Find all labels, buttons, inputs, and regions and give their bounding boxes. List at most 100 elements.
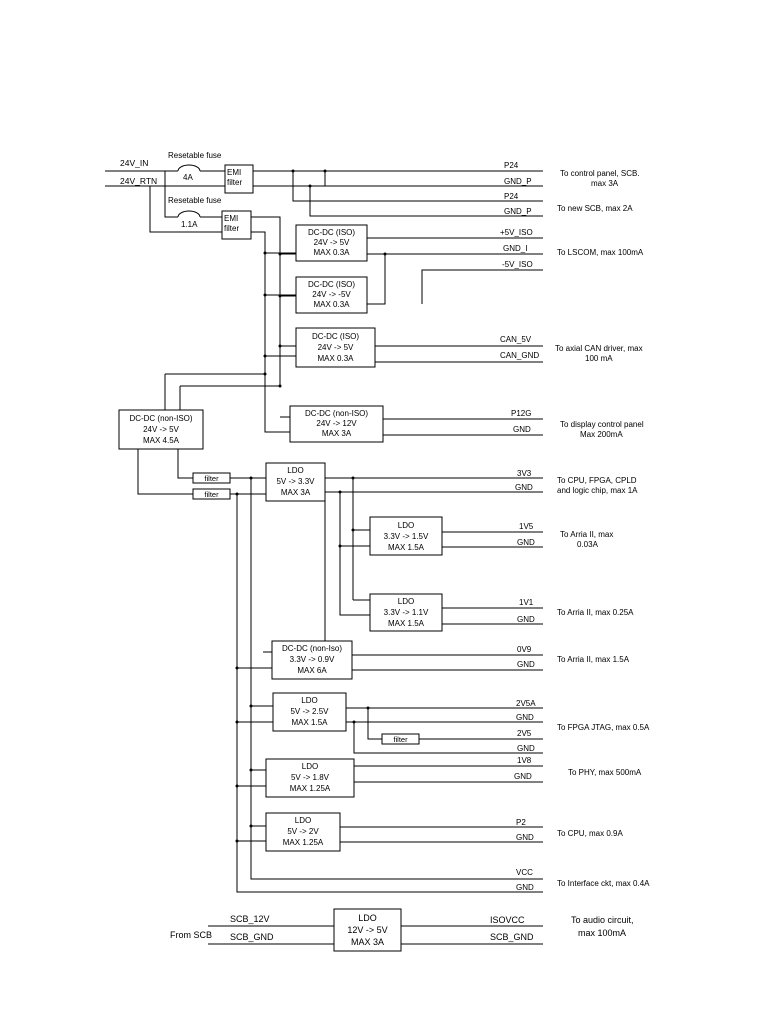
rail-label: GND_P bbox=[504, 177, 532, 186]
fuse2-symbol bbox=[177, 210, 201, 218]
block-ldo-2v-l1: LDO bbox=[295, 816, 311, 825]
dest-control-panel: To control panel, SCB. bbox=[560, 169, 640, 178]
input-section: 24V_IN 24V_RTN Resetable fuse 4A Resetab… bbox=[105, 151, 254, 240]
dest-audio-max: max 100mA bbox=[578, 928, 626, 938]
block-dcdc-iso-5v-l3: MAX 0.3A bbox=[313, 248, 350, 257]
dest-cpu-fpga-max: and logic chip, max 1A bbox=[557, 486, 638, 495]
block-ldo-3v3-l2: 5V -> 3.3V bbox=[276, 477, 315, 486]
emi-filter-2-line1: EMI bbox=[224, 214, 238, 223]
emi-filter-1-line1: EMI bbox=[227, 168, 241, 177]
label-scb-12v: SCB_12V bbox=[230, 914, 270, 924]
block-ldo-1v1-l1: LDO bbox=[398, 597, 414, 606]
rail-label: GND bbox=[514, 772, 532, 781]
filter-3 bbox=[381, 733, 420, 745]
rail-label: SCB_GND bbox=[490, 932, 534, 942]
rail-label: P2 bbox=[516, 818, 526, 827]
rail-label: 1V1 bbox=[519, 598, 534, 607]
block-dcdc-iso-neg5v-l1: DC-DC (ISO) bbox=[308, 280, 355, 289]
block-dcdc-iso-can bbox=[295, 327, 376, 368]
dest-audio: To audio circuit, bbox=[571, 915, 634, 925]
block-ldo-1v1 bbox=[369, 593, 443, 632]
block-dcdc-iso-can-l3: MAX 0.3A bbox=[317, 354, 354, 363]
block-dcdc-iso-can-l1: DC-DC (ISO) bbox=[312, 332, 359, 341]
block-ldo-1v5-l3: MAX 1.5A bbox=[388, 543, 425, 552]
emi-filter-1-line2: filter bbox=[227, 178, 242, 187]
dest-fpga-jtag: To FPGA JTAG, max 0.5A bbox=[557, 723, 650, 732]
filter-3-label: filter bbox=[393, 735, 408, 744]
block-ldo-2v-l3: MAX 1.25A bbox=[283, 838, 324, 847]
block-dcdc-0v9-l2: 3.3V -> 0.9V bbox=[290, 655, 335, 664]
block-ldo-1v8 bbox=[265, 758, 355, 798]
block-ldo-2v bbox=[265, 812, 341, 852]
label-fuse2: Resetable fuse bbox=[168, 196, 222, 205]
fuse1-symbol bbox=[177, 164, 201, 172]
block-dcdc-iso-neg5v bbox=[295, 276, 368, 314]
rail-label: 1V8 bbox=[517, 756, 532, 765]
label-24v-in: 24V_IN bbox=[120, 158, 148, 168]
block-ldo-1v5-l1: LDO bbox=[398, 521, 414, 530]
block-dcdc-noniso-main-l2: 24V -> 5V bbox=[143, 425, 179, 434]
block-dcdc-noniso-main bbox=[118, 409, 204, 450]
block-dcdc-iso-5v bbox=[295, 224, 368, 262]
rail-label: -5V_ISO bbox=[502, 260, 533, 269]
dest-display-panel-max: Max 200mA bbox=[580, 430, 623, 439]
block-ldo-scb-l1: LDO bbox=[358, 913, 377, 923]
block-dcdc-iso-5v-l2: 24V -> 5V bbox=[314, 238, 350, 247]
rail-labels: P24 GND_P P24 GND_P +5V_ISO GND_I -5V_IS… bbox=[490, 161, 539, 942]
block-dcdc-noniso-12v-l1: DC-DC (non-ISO) bbox=[305, 409, 368, 418]
dest-arria-1v5: To Arria II, max bbox=[560, 530, 613, 539]
label-fuse1: Resetable fuse bbox=[168, 151, 222, 160]
rail-label: 3V3 bbox=[517, 469, 532, 478]
rail-label: CAN_GND bbox=[500, 351, 539, 360]
dest-display-panel: To display control panel bbox=[560, 420, 644, 429]
rail-label: 0V9 bbox=[517, 645, 532, 654]
block-dcdc-iso-can-l2: 24V -> 5V bbox=[318, 343, 354, 352]
rail-label: P24 bbox=[504, 192, 519, 201]
label-scb-gnd-in: SCB_GND bbox=[230, 932, 274, 942]
dest-control-panel-max: max 3A bbox=[591, 179, 619, 188]
emi-filter-1 bbox=[224, 164, 254, 194]
dest-cpu-fpga: To CPU, FPGA, CPLD bbox=[557, 476, 637, 485]
rail-label: GND bbox=[517, 615, 535, 624]
rail-label: CAN_5V bbox=[500, 335, 532, 344]
rail-label: GND_I bbox=[503, 244, 527, 253]
block-ldo-1v8-l3: MAX 1.25A bbox=[290, 784, 331, 793]
block-ldo-3v3-l1: LDO bbox=[287, 466, 303, 475]
block-ldo-2v5-l2: 5V -> 2.5V bbox=[290, 707, 329, 716]
block-dcdc-noniso-12v-l2: 24V -> 12V bbox=[316, 419, 357, 428]
rail-label: GND bbox=[515, 483, 533, 492]
label-fuse1-rating: 4A bbox=[183, 173, 193, 182]
label-24v-rtn: 24V_RTN bbox=[120, 176, 157, 186]
block-dcdc-0v9-l3: MAX 6A bbox=[297, 666, 327, 675]
block-ldo-3v3 bbox=[265, 462, 326, 502]
block-ldo-1v5 bbox=[369, 516, 443, 556]
block-ldo-2v5 bbox=[272, 692, 347, 732]
block-ldo-1v8-l2: 5V -> 1.8V bbox=[291, 773, 330, 782]
dest-lscom: To LSCOM, max 100mA bbox=[557, 248, 644, 257]
block-ldo-2v5-l1: LDO bbox=[301, 696, 317, 705]
block-dcdc-noniso-main-l3: MAX 4.5A bbox=[143, 436, 180, 445]
block-dcdc-iso-neg5v-l3: MAX 0.3A bbox=[313, 300, 350, 309]
block-dcdc-noniso-12v bbox=[289, 405, 384, 443]
emi-filter-2-line2: filter bbox=[224, 224, 239, 233]
rail-label: P12G bbox=[511, 409, 531, 418]
block-dcdc-noniso-main-l1: DC-DC (non-ISO) bbox=[129, 414, 192, 423]
label-fuse2-rating: 1.1A bbox=[181, 220, 198, 229]
block-dcdc-noniso-12v-l3: MAX 3A bbox=[322, 429, 352, 438]
block-dcdc-iso-neg5v-l2: 24V -> -5V bbox=[312, 290, 351, 299]
rail-label: GND bbox=[517, 538, 535, 547]
dest-arria-1v1: To Arria II, max 0.25A bbox=[557, 608, 634, 617]
dest-phy: To PHY, max 500mA bbox=[568, 768, 642, 777]
block-ldo-2v5-l3: MAX 1.5A bbox=[291, 718, 328, 727]
dest-cpu-2v: To CPU, max 0.9A bbox=[557, 829, 623, 838]
rail-label: 2V5 bbox=[517, 729, 532, 738]
dest-arria-0v9: To Arria II, max 1.5A bbox=[557, 655, 630, 664]
filter-2-label: filter bbox=[204, 490, 219, 499]
rail-label: GND_P bbox=[504, 207, 532, 216]
block-ldo-1v8-l1: LDO bbox=[302, 762, 318, 771]
rail-label: +5V_ISO bbox=[500, 228, 533, 237]
block-ldo-scb bbox=[333, 908, 402, 952]
block-ldo-1v5-l2: 3.3V -> 1.5V bbox=[384, 532, 429, 541]
